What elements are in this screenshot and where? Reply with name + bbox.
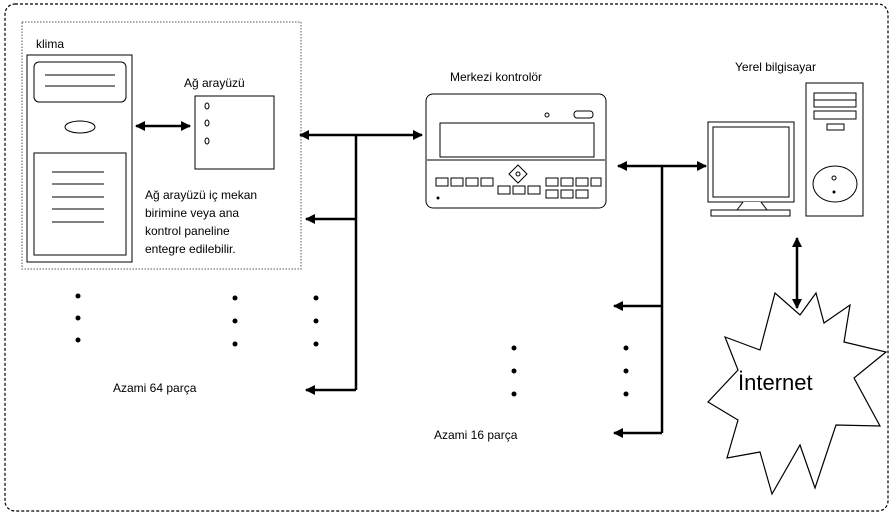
integration-note: Ağ arayüzü iç mekan birimine veya ana ko… [145, 186, 257, 258]
internet-label: İnternet [738, 370, 813, 395]
computer-tower-icon [805, 82, 864, 217]
max-16-label: Azami 16 parça [434, 428, 518, 442]
max-64-label: Azami 64 parça [113, 381, 197, 395]
note-line: kontrol paneline [145, 224, 230, 238]
left-bus [299, 130, 423, 395]
outer-frame [4, 3, 889, 512]
air-conditioner-icon [26, 54, 133, 263]
indoor-unit-group [21, 21, 302, 270]
internet-burst-icon [707, 291, 888, 496]
network-interface-label: Ağ arayüzü [184, 76, 245, 90]
central-controller-icon [425, 93, 607, 209]
local-computer-label: Yerel bilgisayar [735, 60, 816, 74]
monitor-icon [707, 121, 795, 217]
right-bus [613, 161, 707, 438]
right-ellipsis-dots [511, 345, 629, 397]
ac-label: klima [36, 37, 65, 51]
network-interface-icon [194, 95, 275, 170]
note-line: entegre edilebilir. [145, 242, 236, 256]
note-line: birimine veya ana [145, 206, 240, 220]
note-line: Ağ arayüzü iç mekan [145, 188, 258, 202]
central-controller-label: Merkezi kontrolör [450, 70, 543, 84]
left-ellipsis-dots [75, 293, 319, 347]
